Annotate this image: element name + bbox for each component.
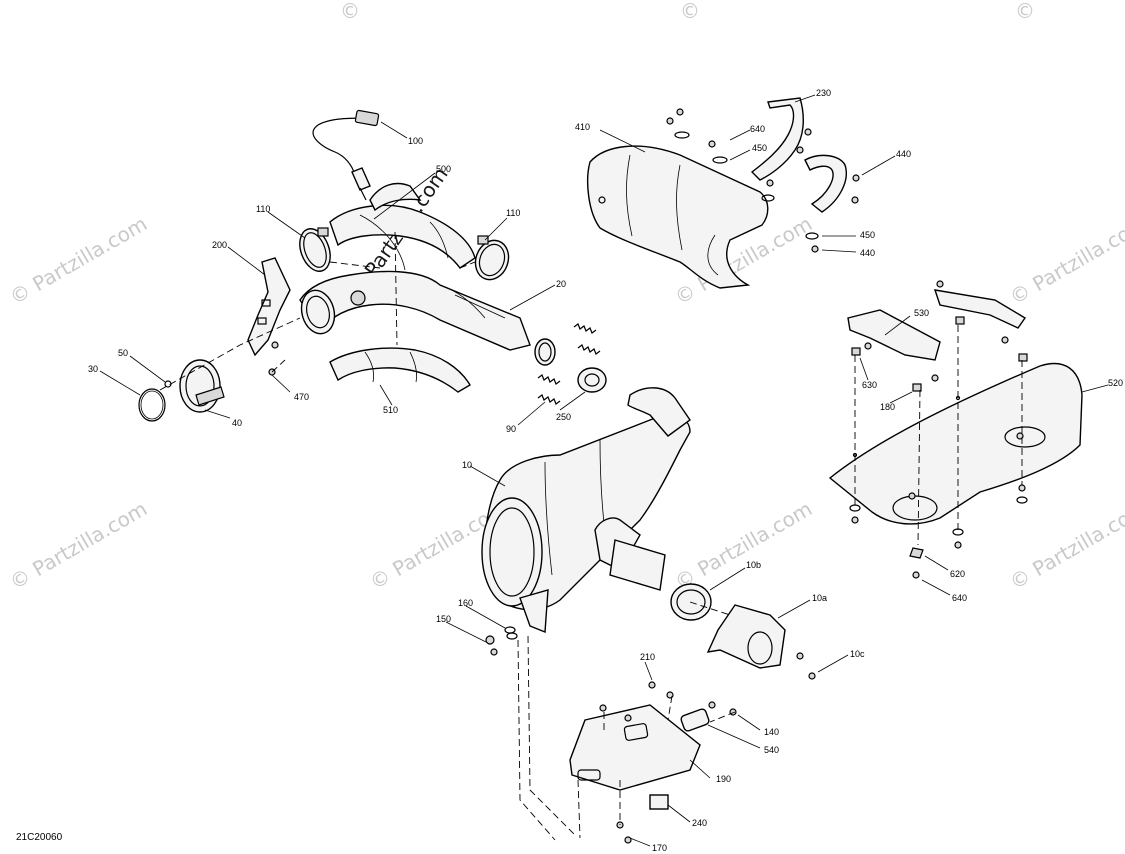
watermark: © Partzilla.com [6, 211, 152, 309]
callout-20[interactable]: 20 [556, 279, 566, 289]
bracket-200-drawing [247, 257, 291, 376]
oxygen-sensor-drawing [312, 109, 380, 201]
clamp-40-drawing [179, 359, 225, 413]
watermark: © [340, 0, 360, 23]
callout-450-top[interactable]: 450 [752, 143, 767, 153]
callout-210[interactable]: 210 [640, 652, 655, 662]
heat-shield-500-drawing [329, 182, 476, 271]
callout-150[interactable]: 150 [436, 614, 451, 624]
clamp-110-left-drawing [299, 227, 331, 272]
callout-100[interactable]: 100 [408, 136, 423, 146]
hardware-150-160-drawing [485, 626, 518, 656]
callout-10a[interactable]: 10a [812, 593, 827, 603]
callout-440-top[interactable]: 440 [896, 149, 911, 159]
callout-10[interactable]: 10 [462, 460, 472, 470]
callout-labels: 100 500 110 110 200 20 50 30 40 470 510 … [88, 88, 1123, 853]
fasteners-210-140-170-drawing [599, 681, 737, 844]
watermark: © Partzilla.com [671, 496, 817, 594]
screw-10c-drawing [808, 672, 816, 680]
callout-520[interactable]: 520 [1108, 378, 1123, 388]
callout-50[interactable]: 50 [118, 348, 128, 358]
isolator-540-drawing [680, 708, 710, 732]
callout-530[interactable]: 530 [914, 308, 929, 318]
callout-250[interactable]: 250 [556, 412, 571, 422]
callout-450-bottom[interactable]: 450 [860, 230, 875, 240]
bracket-190-drawing [569, 704, 701, 791]
leader-lines [99, 94, 1109, 847]
heat-shield-410-drawing [587, 145, 769, 289]
watermark: © [680, 0, 700, 23]
bracket-530-drawing [847, 289, 1027, 361]
watermark: © Partzilla.com [6, 496, 152, 594]
small-hardware-410-drawing [666, 108, 860, 253]
callout-510[interactable]: 510 [383, 405, 398, 415]
callout-40[interactable]: 40 [232, 418, 242, 428]
callout-620[interactable]: 620 [950, 569, 965, 579]
callout-190[interactable]: 190 [716, 774, 731, 784]
watermark: © Partzilla.com [1006, 496, 1125, 594]
screw-10c-2-drawing [796, 652, 804, 660]
callout-230[interactable]: 230 [816, 88, 831, 98]
watermark: © Partzilla.com [1006, 211, 1125, 309]
straps-230-drawing [750, 97, 847, 213]
callout-180[interactable]: 180 [880, 402, 895, 412]
callout-240[interactable]: 240 [692, 818, 707, 828]
callout-200[interactable]: 200 [212, 240, 227, 250]
callout-630[interactable]: 630 [862, 380, 877, 390]
callout-640-bottom[interactable]: 640 [952, 593, 967, 603]
diagram-code: 21C20060 [16, 832, 63, 843]
block-240-drawing [649, 794, 669, 810]
callout-640-top[interactable]: 640 [750, 124, 765, 134]
callout-500[interactable]: 500 [436, 164, 451, 174]
callout-160[interactable]: 160 [458, 598, 473, 608]
assembly-lines [159, 231, 1023, 841]
exhaust-pipe-20-drawing [299, 270, 556, 366]
sleeve-250-drawing [577, 367, 607, 393]
callout-30[interactable]: 30 [88, 364, 98, 374]
callout-540[interactable]: 540 [764, 745, 779, 755]
clamp-110-right-drawing [474, 235, 510, 281]
springs-90-drawing [537, 323, 601, 405]
callout-10b[interactable]: 10b [746, 560, 761, 570]
callout-10c[interactable]: 10c [850, 649, 865, 659]
ring-30-drawing [138, 388, 166, 422]
callout-410[interactable]: 410 [575, 122, 590, 132]
callout-140[interactable]: 140 [764, 727, 779, 737]
callout-440-bottom[interactable]: 440 [860, 248, 875, 258]
watermark: © [1015, 0, 1035, 23]
muffler-10-drawing [481, 387, 691, 634]
callout-170[interactable]: 170 [652, 843, 667, 853]
tip-10a-drawing [706, 604, 786, 669]
callout-90[interactable]: 90 [506, 424, 516, 434]
heat-shield-510-drawing [329, 347, 471, 393]
callout-470[interactable]: 470 [294, 392, 309, 402]
callout-110-left[interactable]: 110 [256, 204, 270, 214]
callout-110-right[interactable]: 110 [506, 208, 520, 218]
